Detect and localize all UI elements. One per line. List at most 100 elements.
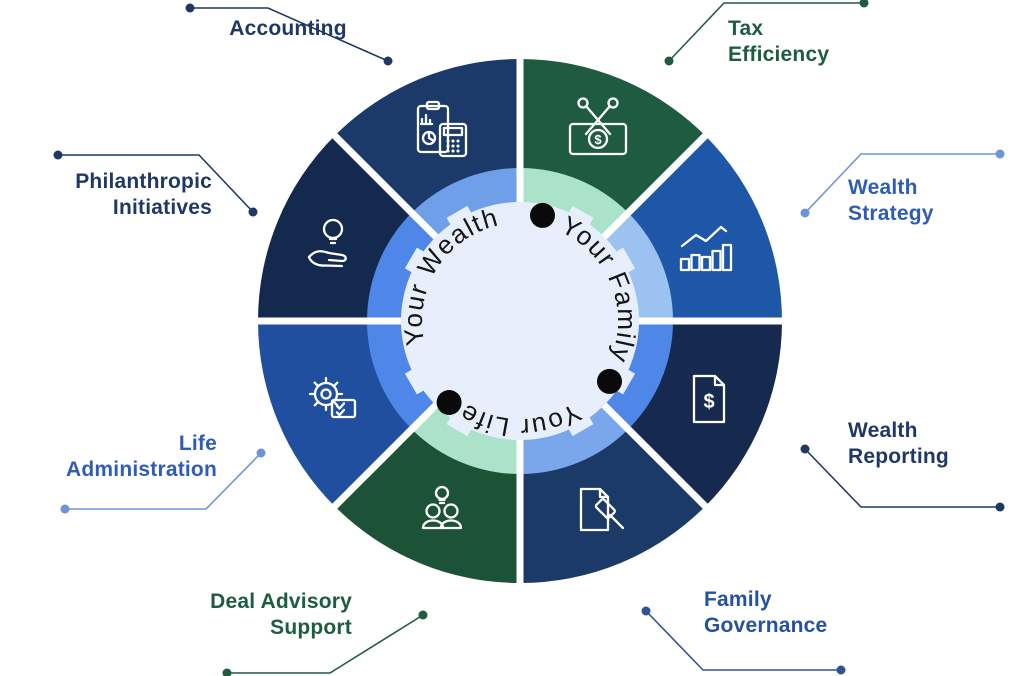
- person-head: [425, 503, 441, 519]
- leader-dot: [418, 610, 428, 620]
- chart-bar: [679, 257, 691, 272]
- document-fold: [598, 487, 610, 499]
- leader-deal-advisory-support: [222, 610, 428, 676]
- ring-arc-philanthropic: [367, 212, 441, 321]
- gavel-handle: [608, 513, 625, 530]
- dollar-document-icon: $: [692, 374, 726, 424]
- growth-chart-icon: [679, 225, 733, 272]
- gear-teeth: [308, 376, 344, 412]
- scissor-handle: [607, 97, 619, 109]
- gap-line: [593, 129, 712, 248]
- gavel-head: [594, 498, 616, 520]
- ring-arc-life-administration: [367, 321, 441, 430]
- leader-dot: [222, 668, 232, 676]
- hand-lightbulb-icon: [307, 218, 347, 268]
- hand-palm: [307, 250, 347, 263]
- calculator: [438, 122, 468, 158]
- label-philanthropic-initiatives: Philanthropic Initiatives: [75, 170, 212, 220]
- center-circle: [401, 202, 639, 440]
- gavel-document-icon: [579, 487, 625, 532]
- leader-dot: [995, 149, 1005, 159]
- gap-line: [328, 129, 447, 248]
- leader-dot: [383, 56, 393, 66]
- banknote-circle: [587, 128, 609, 150]
- label-life-administration: Life Administration: [66, 432, 217, 482]
- banknote: [568, 122, 628, 156]
- leader-dot: [256, 448, 266, 458]
- leader-line: [227, 614, 424, 674]
- document-outline: [692, 374, 726, 424]
- ring-arc-tax: [520, 168, 629, 242]
- leader-dot: [836, 665, 846, 675]
- leader-dot: [995, 502, 1005, 512]
- gap-line: [593, 394, 712, 513]
- scissor-handle: [577, 97, 589, 109]
- chart-bar: [690, 253, 701, 272]
- calculator-screen: [442, 126, 464, 137]
- leader-line: [65, 452, 262, 510]
- leader-line: [804, 153, 1000, 214]
- leader-line: [668, 2, 864, 62]
- ring-arc-wealth-reporting: [599, 321, 673, 430]
- leader-wealth-strategy: [800, 149, 1005, 218]
- checklist-checks: [335, 402, 346, 417]
- leader-dot: [800, 208, 810, 218]
- leader-accounting: [185, 3, 393, 66]
- scissor-blade: [584, 104, 612, 136]
- gear-body: [313, 381, 339, 407]
- leader-dot: [185, 3, 195, 13]
- leader-line: [58, 154, 254, 213]
- idea-bulb-base: [438, 498, 446, 505]
- label-family-governance: Family Governance: [704, 588, 828, 638]
- ring-arc-wealth-strategy: [599, 212, 673, 321]
- label-deal-advisory-support: Deal Advisory Support: [210, 590, 352, 640]
- clipboard-clip: [425, 100, 441, 111]
- ring-arc-deal-advisory: [411, 400, 520, 474]
- center-separator-dot: [530, 202, 555, 228]
- person-body: [439, 519, 463, 530]
- label-tax-efficiency: Tax Efficiency: [728, 17, 830, 67]
- leader-dot: [664, 56, 674, 66]
- checklist-card: [330, 398, 357, 419]
- center-separator-dot: [436, 390, 462, 415]
- clipboard-calculator-icon: [416, 100, 468, 158]
- leader-dot: [800, 444, 810, 454]
- chart-bar: [700, 255, 712, 272]
- dollar-glyph: $: [703, 391, 714, 413]
- team-idea-icon: [421, 485, 463, 530]
- label-wealth-reporting: Wealth Reporting: [848, 419, 949, 469]
- leader-dot: [859, 0, 869, 8]
- leader-dot: [53, 150, 63, 160]
- chart-bar: [721, 243, 733, 272]
- clipboard-pie-slice: [427, 130, 436, 143]
- gear-checklist-icon: [308, 376, 357, 419]
- leader-line: [804, 448, 1000, 508]
- leader-philanthropic-initiatives: [53, 150, 258, 217]
- leader-line: [645, 610, 841, 671]
- inner-ring: [367, 168, 673, 474]
- leader-wealth-reporting: [800, 444, 1005, 512]
- chart-trend-line: [680, 225, 728, 248]
- clipboard-bars: [419, 113, 434, 126]
- leader-dot: [641, 606, 651, 616]
- gear-hub: [320, 388, 332, 400]
- person-head: [443, 503, 459, 519]
- label-wealth-strategy: Wealth Strategy: [848, 176, 934, 226]
- segment-gaps: [252, 53, 788, 589]
- label-accounting: Accounting: [229, 17, 347, 40]
- leader-family-governance: [641, 606, 846, 675]
- leader-dot: [248, 207, 258, 217]
- center-separator-dot: [597, 368, 622, 394]
- lightbulb-base: [328, 237, 338, 245]
- document-outline: [579, 487, 610, 532]
- leader-life-administration: [60, 448, 266, 514]
- leader-line: [190, 7, 389, 62]
- ring-arc-family-governance: [520, 400, 629, 474]
- dollar-glyph: $: [594, 132, 602, 147]
- segment-icons: $ $: [307, 97, 733, 532]
- gap-line: [328, 394, 447, 513]
- money-scissors-icon: $: [568, 97, 628, 156]
- leader-tax-efficiency: [664, 0, 869, 66]
- hand-wrist: [307, 255, 344, 268]
